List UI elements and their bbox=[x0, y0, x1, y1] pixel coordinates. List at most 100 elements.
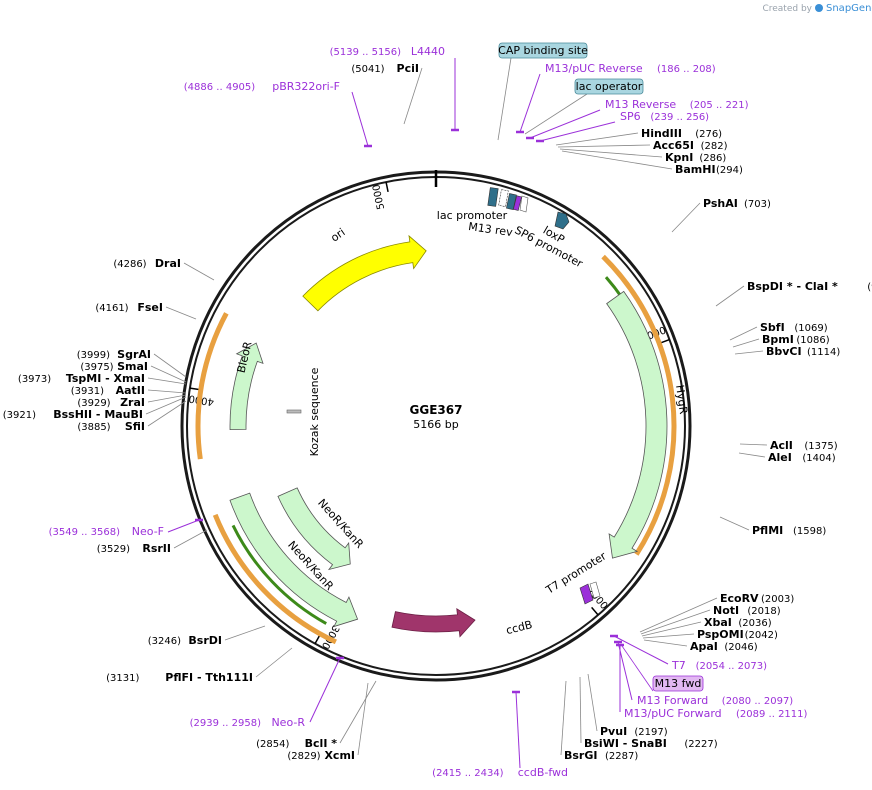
feature-label-ccdb: ccdB bbox=[505, 618, 534, 637]
enzyme-name[interactable]: ZraI bbox=[120, 396, 145, 409]
enzyme-name[interactable]: SbfI bbox=[760, 321, 785, 334]
enzyme-position: (703) bbox=[744, 199, 771, 210]
enzyme-name[interactable]: XbaI bbox=[704, 616, 732, 629]
enzyme-name[interactable]: AleI bbox=[768, 451, 792, 464]
enzyme-name[interactable]: BsrDI bbox=[188, 634, 222, 647]
primer-name[interactable]: M13 Forward bbox=[637, 694, 708, 707]
enzyme-name[interactable]: PshAI bbox=[703, 197, 738, 210]
enzyme-leader-line bbox=[153, 353, 187, 378]
enzyme-name[interactable]: BssHII - MauBI bbox=[53, 408, 143, 421]
feature-bleor[interactable] bbox=[229, 342, 264, 431]
primer-name[interactable]: L4440 bbox=[411, 45, 445, 58]
enzyme-name[interactable]: Acc65I bbox=[653, 139, 694, 152]
enzyme-name[interactable]: FseI bbox=[137, 301, 163, 314]
enzyme-name[interactable]: DraI bbox=[155, 257, 181, 270]
boxed-feature-box[interactable] bbox=[652, 675, 704, 692]
enzyme-name[interactable]: NotI bbox=[713, 604, 739, 617]
feature-neokanr-2[interactable] bbox=[277, 487, 351, 571]
enzyme-name[interactable]: BclI * bbox=[305, 737, 338, 750]
enzyme-name[interactable]: BbvCI bbox=[766, 345, 802, 358]
boxed-feature-box[interactable] bbox=[574, 78, 644, 95]
enzyme-name[interactable]: PvuI bbox=[600, 725, 627, 738]
cap-site-marker[interactable] bbox=[498, 189, 509, 207]
enzyme-name[interactable]: AatII bbox=[116, 384, 145, 397]
boxed-feature-leader bbox=[497, 57, 512, 141]
tick-mark bbox=[591, 606, 599, 616]
enzyme-position: (3999) bbox=[77, 350, 110, 361]
enzyme-name[interactable]: BsrGI bbox=[564, 749, 597, 762]
enzyme-name[interactable]: BspDI * - ClaI * bbox=[747, 280, 838, 293]
enzyme-name[interactable]: AclI bbox=[770, 439, 793, 452]
enzyme-leader-line bbox=[255, 647, 293, 678]
enzyme-leader-line bbox=[183, 262, 215, 281]
enzyme-name[interactable]: PflFI - Tth111I bbox=[165, 671, 253, 684]
enzyme-position: (1375) bbox=[804, 441, 837, 452]
enzyme-name[interactable]: RsrII bbox=[142, 542, 171, 555]
primer-name[interactable]: M13/pUC Reverse bbox=[545, 62, 643, 75]
enzyme-leader-line bbox=[734, 350, 764, 355]
orf-arrow-neo bbox=[231, 524, 327, 625]
enzyme-position: (2036) bbox=[738, 618, 771, 629]
primer-leader-line bbox=[539, 121, 616, 142]
primer-name[interactable]: T7 bbox=[671, 659, 686, 672]
boxed-feature-label: CAP binding site bbox=[498, 44, 588, 57]
primer-name[interactable]: ccdB-fwd bbox=[518, 766, 568, 779]
tick-label: 5000 bbox=[371, 183, 387, 210]
feature-neokanr-1[interactable] bbox=[229, 492, 359, 628]
enzyme-name[interactable]: PspOMI bbox=[697, 628, 744, 641]
sp6-promoter-marker[interactable] bbox=[519, 195, 529, 213]
enzyme-name[interactable]: SmaI bbox=[117, 360, 148, 373]
boxed-feature-label: M13 fwd bbox=[655, 677, 702, 690]
enzyme-name[interactable]: SfiI bbox=[125, 420, 145, 433]
feature-ori[interactable] bbox=[302, 234, 427, 312]
primer-name[interactable]: M13 Reverse bbox=[605, 98, 676, 111]
snapgene-brand: SnapGene bbox=[826, 3, 872, 14]
feature-hygr[interactable] bbox=[606, 290, 668, 559]
enzyme-name[interactable]: BpmI bbox=[762, 333, 794, 346]
t7-promoter-marker[interactable] bbox=[579, 583, 594, 605]
enzyme-leader-line bbox=[147, 400, 187, 427]
enzyme-name[interactable]: BsiWI - SnaBI bbox=[584, 737, 667, 750]
enzyme-name[interactable]: PciI bbox=[397, 62, 419, 75]
enzyme-name[interactable]: KpnI bbox=[665, 151, 693, 164]
enzyme-leader-line bbox=[738, 452, 766, 458]
feature-ccdb[interactable] bbox=[391, 608, 476, 638]
primer-name[interactable]: pBR322ori-F bbox=[272, 80, 340, 93]
enzyme-position: (3529) bbox=[97, 544, 130, 555]
primer-name[interactable]: SP6 bbox=[620, 110, 641, 123]
loxp-marker[interactable] bbox=[554, 211, 570, 230]
enzyme-name[interactable]: ApaI bbox=[690, 640, 718, 653]
enzyme-name[interactable]: XcmI bbox=[324, 749, 355, 762]
boxed-feature-box[interactable] bbox=[498, 42, 588, 59]
enzyme-leader-line bbox=[145, 396, 187, 415]
sp6-primer-marker[interactable] bbox=[513, 195, 522, 211]
primer-range: (4886 .. 4905) bbox=[184, 82, 256, 93]
enzyme-name[interactable]: PflMI bbox=[752, 524, 783, 537]
enzyme-position: (947) bbox=[867, 282, 872, 293]
kozak-marker[interactable] bbox=[286, 409, 302, 414]
enzyme-name[interactable]: SgrAI bbox=[117, 348, 151, 361]
enzyme-name[interactable]: HindIII bbox=[641, 127, 682, 140]
feature-label-ori: ori bbox=[328, 226, 347, 245]
enzyme-leader-line bbox=[357, 682, 369, 756]
feature-label-t7-promoter: T7 promoter bbox=[543, 549, 609, 597]
enzyme-name[interactable]: TspMI - XmaI bbox=[66, 372, 145, 385]
enzyme-leader-line bbox=[641, 621, 702, 637]
primer-range: (2939 .. 2958) bbox=[190, 718, 262, 729]
primer-name[interactable]: Neo-R bbox=[271, 716, 305, 729]
enzyme-position: (1598) bbox=[793, 526, 826, 537]
lac-promoter-marker[interactable] bbox=[487, 187, 499, 207]
primer-name[interactable]: Neo-F bbox=[132, 525, 164, 538]
enzyme-leader-line bbox=[643, 639, 688, 647]
enzyme-name[interactable]: EcoRV bbox=[720, 592, 759, 605]
enzyme-leader-line bbox=[729, 326, 758, 341]
tick-mark bbox=[659, 338, 670, 344]
boxed-feature-leader bbox=[524, 93, 588, 135]
enzyme-name[interactable]: BamHI bbox=[675, 163, 716, 176]
enzyme-position: (3973) bbox=[18, 374, 51, 385]
primer-name[interactable]: M13/pUC Forward bbox=[624, 707, 722, 720]
enzyme-leader-line bbox=[403, 67, 423, 125]
enzyme-leader-line bbox=[732, 338, 760, 348]
t7-promoter-arrow[interactable] bbox=[589, 581, 601, 599]
primer-leader-line bbox=[167, 519, 200, 533]
